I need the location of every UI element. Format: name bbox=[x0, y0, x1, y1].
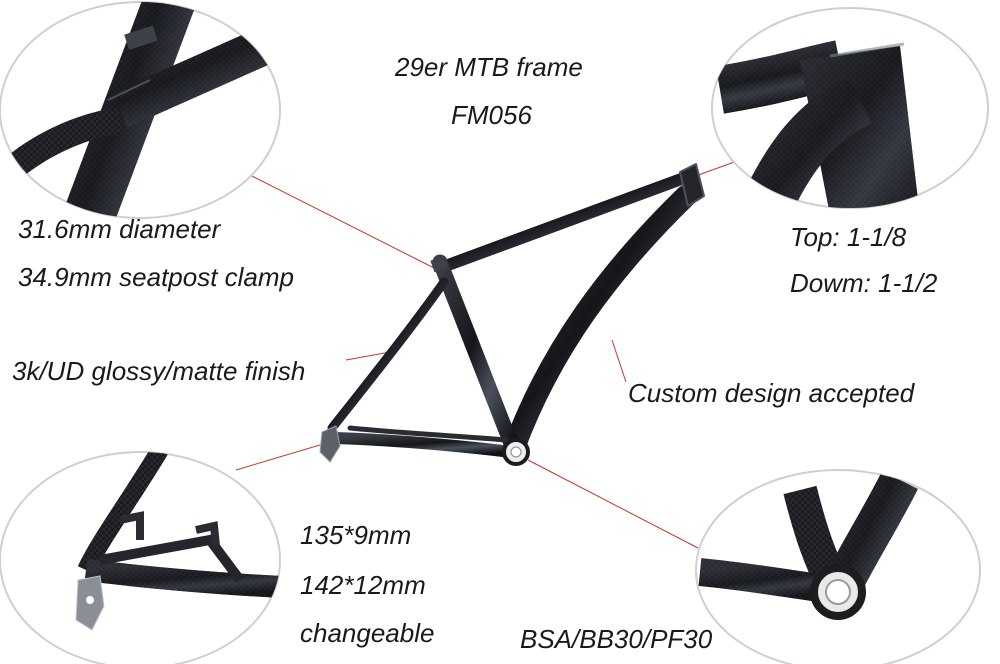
finish-label: 3k/UD glossy/matte finish bbox=[12, 356, 306, 386]
detail-head-tube bbox=[711, 7, 989, 209]
seatpost-clamp bbox=[430, 255, 448, 273]
headtube-top-label: Top: 1-1/8 bbox=[790, 222, 907, 252]
leader-line-custom bbox=[611, 339, 627, 383]
seat-diameter-label: 31.6mm diameter bbox=[18, 214, 221, 244]
bottom-bracket-label: BSA/BB30/PF30 bbox=[520, 624, 713, 654]
rear-dropout bbox=[319, 425, 341, 463]
detail-rear-dropout bbox=[0, 451, 281, 664]
leader-lines bbox=[235, 159, 741, 549]
chain-stay bbox=[328, 432, 518, 458]
detail-seat-cluster bbox=[0, 1, 281, 219]
leader-line-bb bbox=[527, 459, 699, 549]
top-tube bbox=[434, 172, 690, 274]
leader-line-seat bbox=[235, 167, 439, 271]
title-line-2: FM056 bbox=[451, 100, 532, 130]
leader-line-dropout bbox=[235, 441, 331, 471]
bike-frame bbox=[319, 163, 705, 466]
headtube-down-label: Dowm: 1-1/2 bbox=[790, 268, 938, 298]
detail-bottom-bracket bbox=[695, 469, 981, 664]
dropout-size-2-label: 142*12mm bbox=[300, 570, 426, 600]
seatpost-clamp-label: 34.9mm seatpost clamp bbox=[18, 262, 295, 292]
seat-stay bbox=[327, 277, 449, 433]
dropout-changeable-label: changeable bbox=[300, 618, 435, 648]
seat-tube bbox=[432, 254, 520, 454]
dropout-size-1-label: 135*9mm bbox=[300, 520, 412, 550]
head-tube bbox=[679, 163, 705, 207]
leader-line-finish bbox=[345, 351, 391, 361]
title-line-1: 29er MTB frame bbox=[395, 52, 583, 82]
custom-design-label: Custom design accepted bbox=[628, 378, 915, 408]
down-tube bbox=[503, 185, 697, 459]
